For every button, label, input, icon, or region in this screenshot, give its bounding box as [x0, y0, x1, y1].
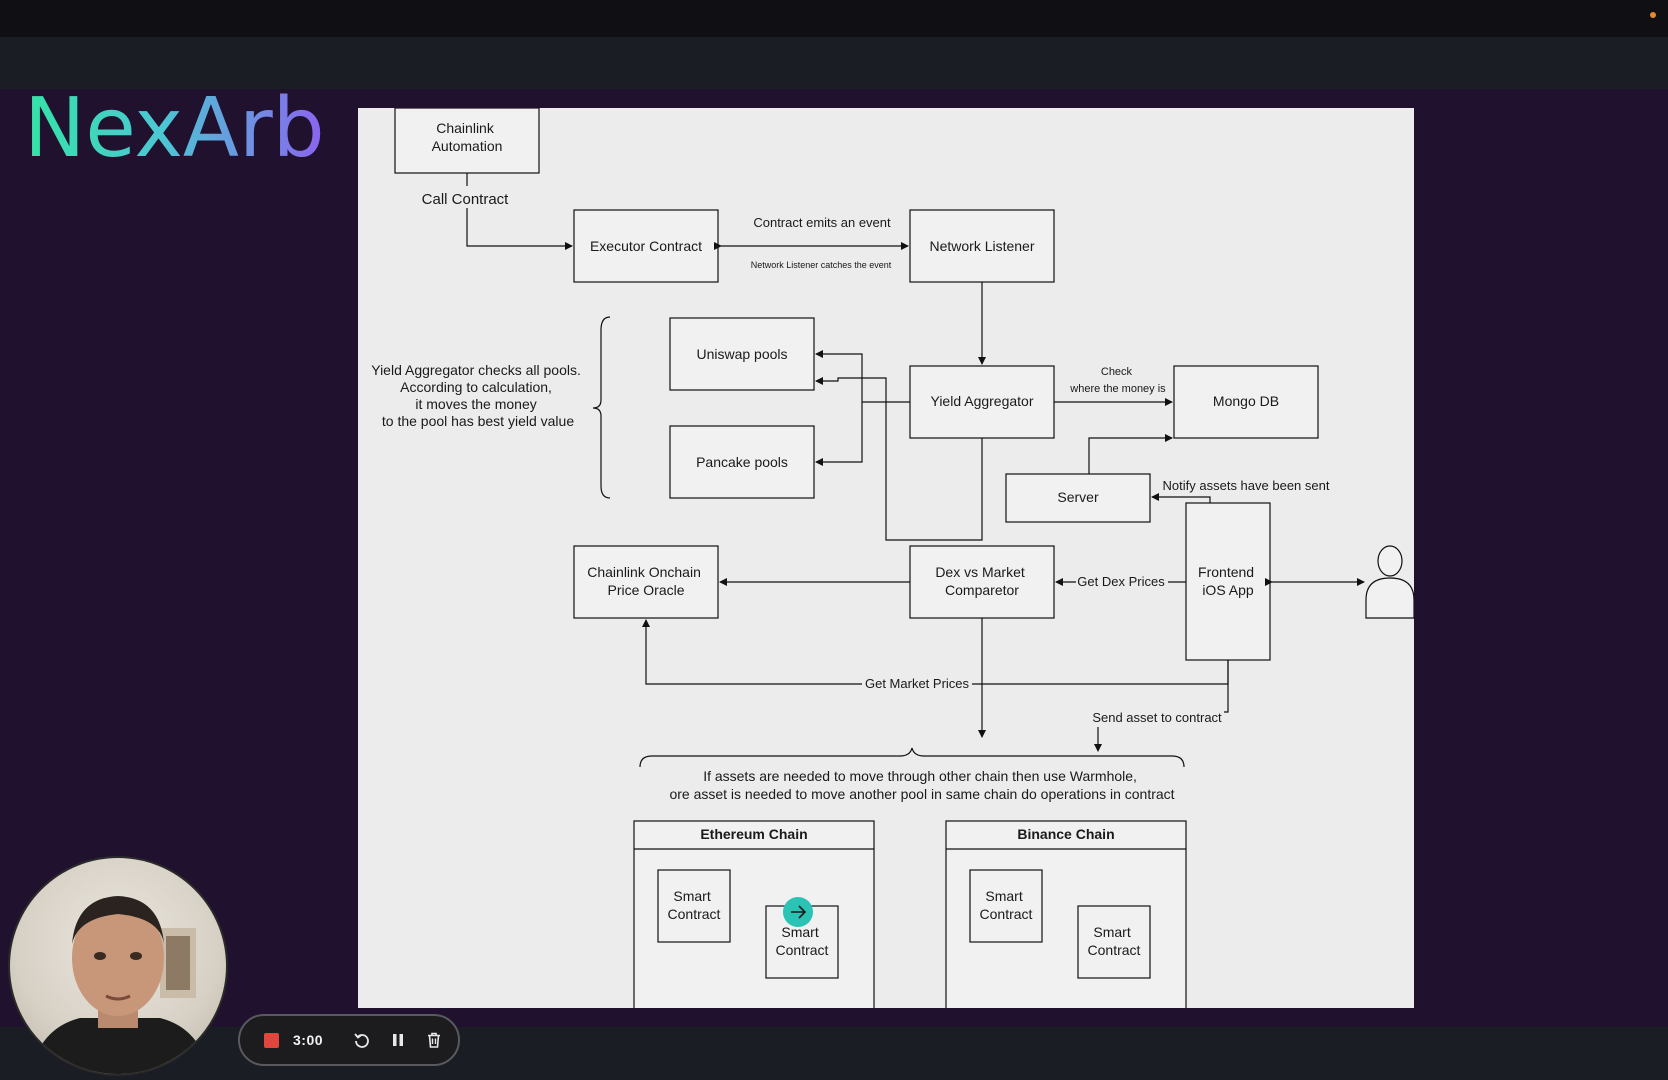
logo-text: NexArb [24, 88, 322, 172]
frontend-app-label: Frontend iOS App [1198, 564, 1258, 598]
chainlink-automation-label: Chainlink Automation [432, 120, 503, 154]
network-listener-label: Network Listener [929, 238, 1034, 254]
mongo-db-label: Mongo DB [1213, 393, 1279, 409]
to-uniswap-connector [815, 350, 863, 402]
call-contract-label: Call Contract [422, 191, 510, 208]
warmhole-note-brace [639, 747, 1185, 768]
mongo-db-box [1173, 365, 1319, 439]
smart-contract-box [1077, 905, 1151, 979]
restart-button[interactable] [351, 1029, 373, 1051]
binance-chain-label: Binance Chain [1017, 826, 1114, 842]
dex-comparator-label: Dex vs Market Comparetor [935, 564, 1028, 598]
yield-note-text: Yield Aggregator checks all pools. Accor… [371, 362, 585, 429]
webcam-bubble [8, 856, 228, 1076]
executor-contract-label: Executor Contract [590, 238, 702, 254]
recording-indicator-dot [1650, 12, 1656, 18]
frontend-app-box [1185, 502, 1271, 661]
smart-contract-box [969, 869, 1043, 943]
server-box [1005, 473, 1151, 523]
pause-icon [393, 1034, 404, 1046]
pancake-pools-label: Pancake pools [696, 454, 788, 470]
check-money-label: Check where the money is [1069, 366, 1166, 395]
cursor-highlight [783, 897, 813, 927]
smart-contract-label: Smart Contract [776, 924, 829, 958]
warmhole-note-text: If assets are needed to move through oth… [669, 768, 1174, 802]
delete-recording-button[interactable] [423, 1029, 445, 1051]
yield-note-brace [592, 316, 611, 499]
dex-comparator-box [909, 545, 1055, 619]
chainlink-automation-box [394, 108, 540, 174]
chainlink-oracle-box [573, 545, 719, 619]
to-pancake-connector [815, 402, 863, 466]
chainlink-oracle-label: Chainlink Onchain Price Oracle [587, 564, 705, 598]
send-asset-connector [1094, 660, 1229, 752]
executor-contract-box [573, 209, 719, 283]
toolbar-strip [0, 37, 1668, 89]
ethereum-chain-label: Ethereum Chain [700, 826, 807, 842]
notify-connector [1151, 493, 1211, 503]
restart-icon [354, 1033, 369, 1048]
smart-contract-label: Smart Contract [668, 888, 721, 922]
smart-contract-label: Smart Contract [1088, 924, 1141, 958]
server-to-mongo-connector [1088, 434, 1173, 474]
presenter-video [30, 896, 210, 1074]
pancake-pools-box [669, 425, 815, 499]
comparator-to-uniswap-connector [815, 377, 983, 541]
notify-assets-label: Notify assets have been sent [1163, 478, 1330, 493]
user-icon [1365, 545, 1414, 619]
stop-recording-button[interactable] [264, 1032, 279, 1048]
contract-emits-label: Contract emits an event [753, 215, 891, 230]
yield-aggregator-label: Yield Aggregator [931, 393, 1034, 409]
nexarb-logo: NexArb [24, 88, 322, 172]
architecture-diagram-slide: Chainlink Automation Call Contract Execu… [358, 108, 1414, 1008]
smart-contract-box [657, 869, 731, 943]
uniswap-pools-label: Uniswap pools [696, 346, 787, 362]
server-label: Server [1057, 489, 1099, 505]
smart-contract-label: Smart Contract [980, 888, 1033, 922]
get-dex-prices-label: Get Dex Prices [1077, 574, 1165, 589]
trash-icon [428, 1032, 441, 1048]
top-bar [0, 0, 1668, 37]
send-asset-label: Send asset to contract [1092, 710, 1222, 725]
call-contract-connector [466, 173, 573, 250]
recording-controls: 3:00 [238, 1014, 460, 1066]
get-market-prices-connector [642, 619, 1229, 685]
pause-button[interactable] [387, 1029, 409, 1051]
get-market-prices-label: Get Market Prices [865, 676, 970, 691]
uniswap-pools-box [669, 317, 815, 391]
listener-catches-label: Network Listener catches the event [751, 260, 892, 270]
architecture-diagram: Chainlink Automation Call Contract Execu… [371, 108, 1414, 1008]
recording-timer: 3:00 [293, 1032, 324, 1048]
